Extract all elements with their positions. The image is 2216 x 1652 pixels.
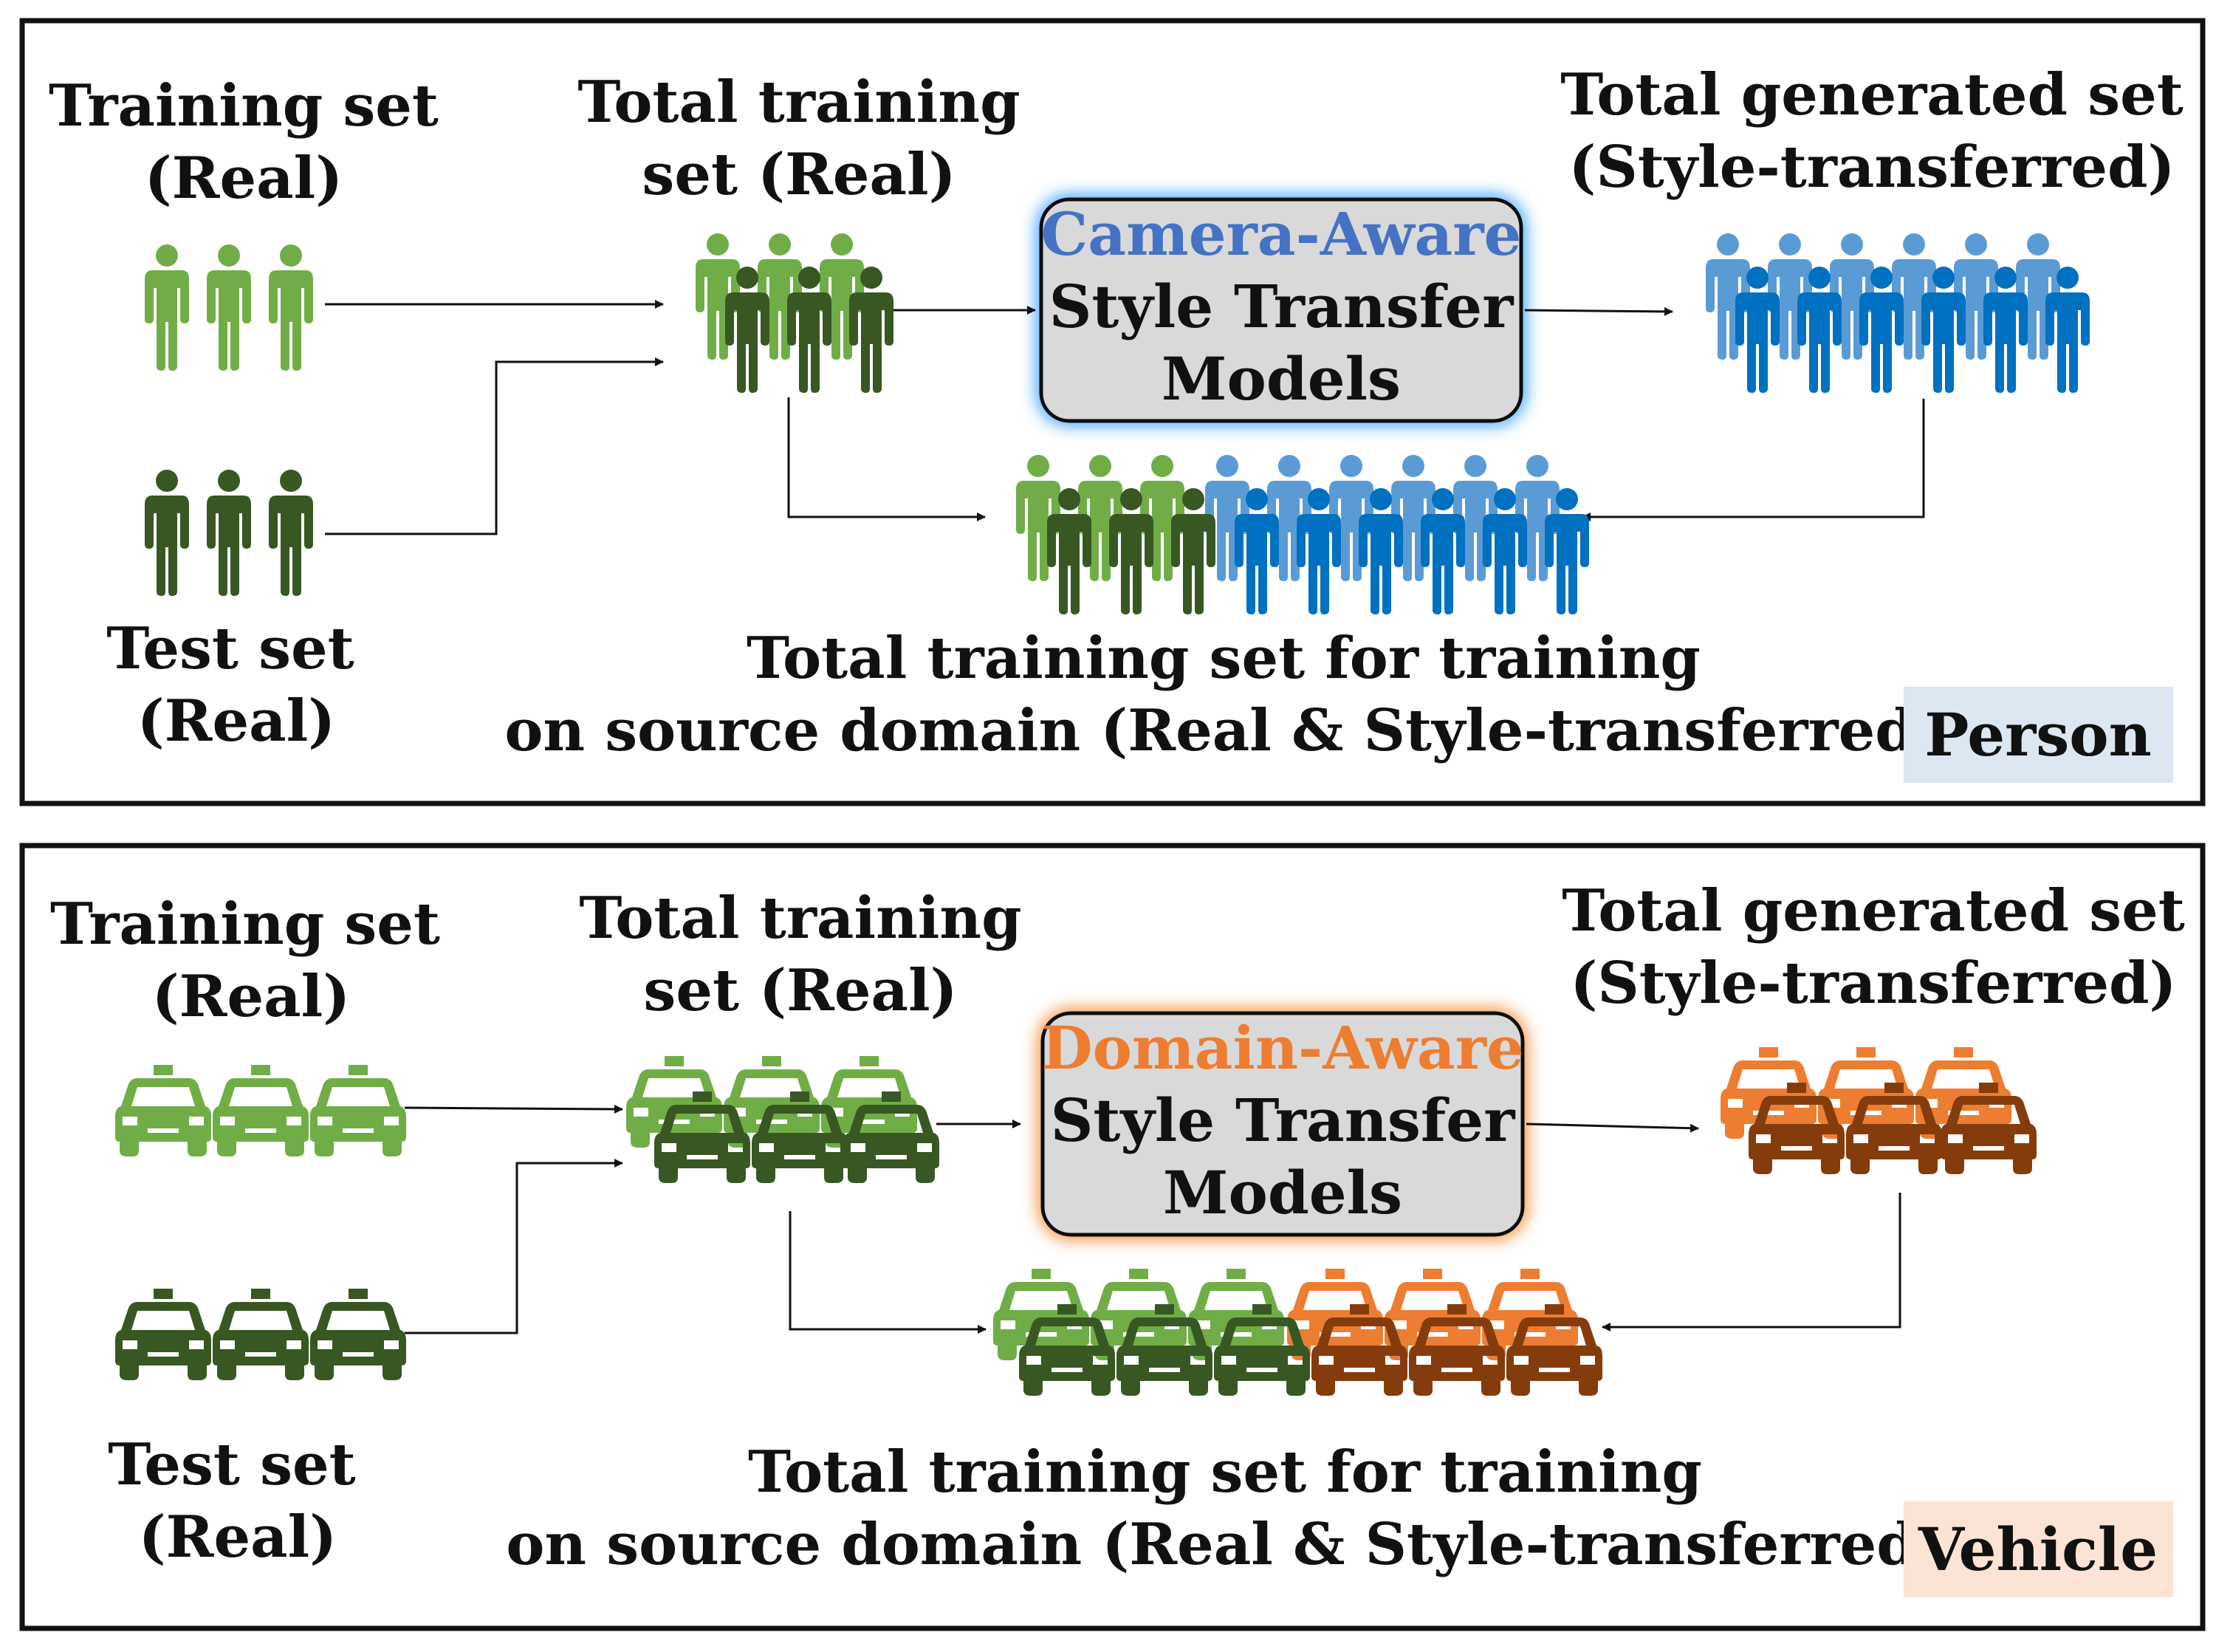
vehicle-panel-frame	[19, 843, 2206, 1631]
vehicle-tag-label: Vehicle	[1918, 1515, 2158, 1584]
total-generated-set-sublabel: (Style-transferred)	[1569, 134, 2175, 201]
model-line2: Style Transfer	[1049, 272, 1515, 341]
car-icon	[213, 1065, 309, 1156]
arrow-icon	[1582, 399, 1925, 521]
camera-aware-label: Camera-Aware	[1041, 199, 1522, 269]
arrow-icon	[1524, 306, 1673, 316]
training-set-label: Training set	[49, 72, 439, 140]
total-training-set-label: Total training	[577, 69, 1020, 136]
test-set-sublabel: (Real)	[139, 1504, 337, 1571]
car-icon	[213, 1289, 309, 1380]
person-icon	[269, 244, 313, 371]
person-tag	[1904, 687, 2173, 783]
arrow-icon	[325, 357, 664, 535]
car-icon	[310, 1065, 406, 1156]
combined-set-label: Total training set for training	[747, 625, 1701, 692]
person-panel-frame	[19, 18, 2206, 806]
domain-aware-label: Domain-Aware	[1041, 1013, 1524, 1083]
total-training-set-sublabel: set (Real)	[642, 141, 956, 208]
model-line3: Models	[1162, 344, 1401, 414]
total-training-set-label: Total training	[579, 885, 1021, 952]
style-transfer-model-box: Domain-Aware Style Transfer Models	[1040, 1011, 1525, 1237]
total-training-set-sublabel: set (Real)	[643, 957, 957, 1024]
training-set-sublabel: (Real)	[152, 963, 350, 1030]
combined-set-sublabel: on source domain (Real & Style-transferr…	[506, 1511, 1944, 1578]
car-icon	[115, 1289, 211, 1380]
person-panel: Training set (Real) Total training set (…	[49, 61, 2184, 783]
test-set-sublabel: (Real)	[137, 688, 335, 755]
training-set-sublabel: (Real)	[145, 145, 343, 212]
model-line3: Models	[1163, 1158, 1402, 1227]
person-icon	[145, 470, 189, 596]
car-icon	[115, 1065, 211, 1156]
vehicle-arrows	[404, 1104, 1901, 1334]
arrow-icon	[787, 397, 986, 521]
person-arrows	[325, 300, 1925, 535]
vehicle-panel: Training set (Real) Total training set (…	[50, 877, 2185, 1597]
arrow-icon	[789, 1211, 987, 1334]
arrow-icon	[1526, 1123, 1699, 1133]
test-set-label: Test set	[108, 1431, 355, 1498]
person-tag-label: Person	[1924, 700, 2152, 770]
arrow-icon	[404, 1104, 623, 1114]
combined-set-label: Total training set for training	[748, 1439, 1702, 1506]
style-transfer-model-box: Camera-Aware Style Transfer Models	[1039, 197, 1523, 423]
person-icon	[207, 244, 251, 371]
test-set-label: Test set	[106, 615, 354, 682]
training-set-label: Training set	[50, 891, 440, 958]
arrow-icon	[405, 1159, 623, 1334]
total-generated-set-sublabel: (Style-transferred)	[1571, 950, 2177, 1017]
person-icon	[145, 244, 189, 371]
vehicle-tag	[1904, 1501, 2173, 1597]
total-generated-set-label: Total generated set	[1560, 61, 2184, 128]
person-icon	[269, 470, 313, 596]
model-line2: Style Transfer	[1051, 1086, 1516, 1155]
arrow-icon	[1602, 1193, 1901, 1331]
car-icon	[310, 1289, 406, 1380]
person-icon	[207, 470, 251, 596]
combined-set-sublabel: on source domain (Real & Style-transferr…	[504, 697, 1942, 764]
total-generated-set-label: Total generated set	[1562, 877, 2185, 945]
